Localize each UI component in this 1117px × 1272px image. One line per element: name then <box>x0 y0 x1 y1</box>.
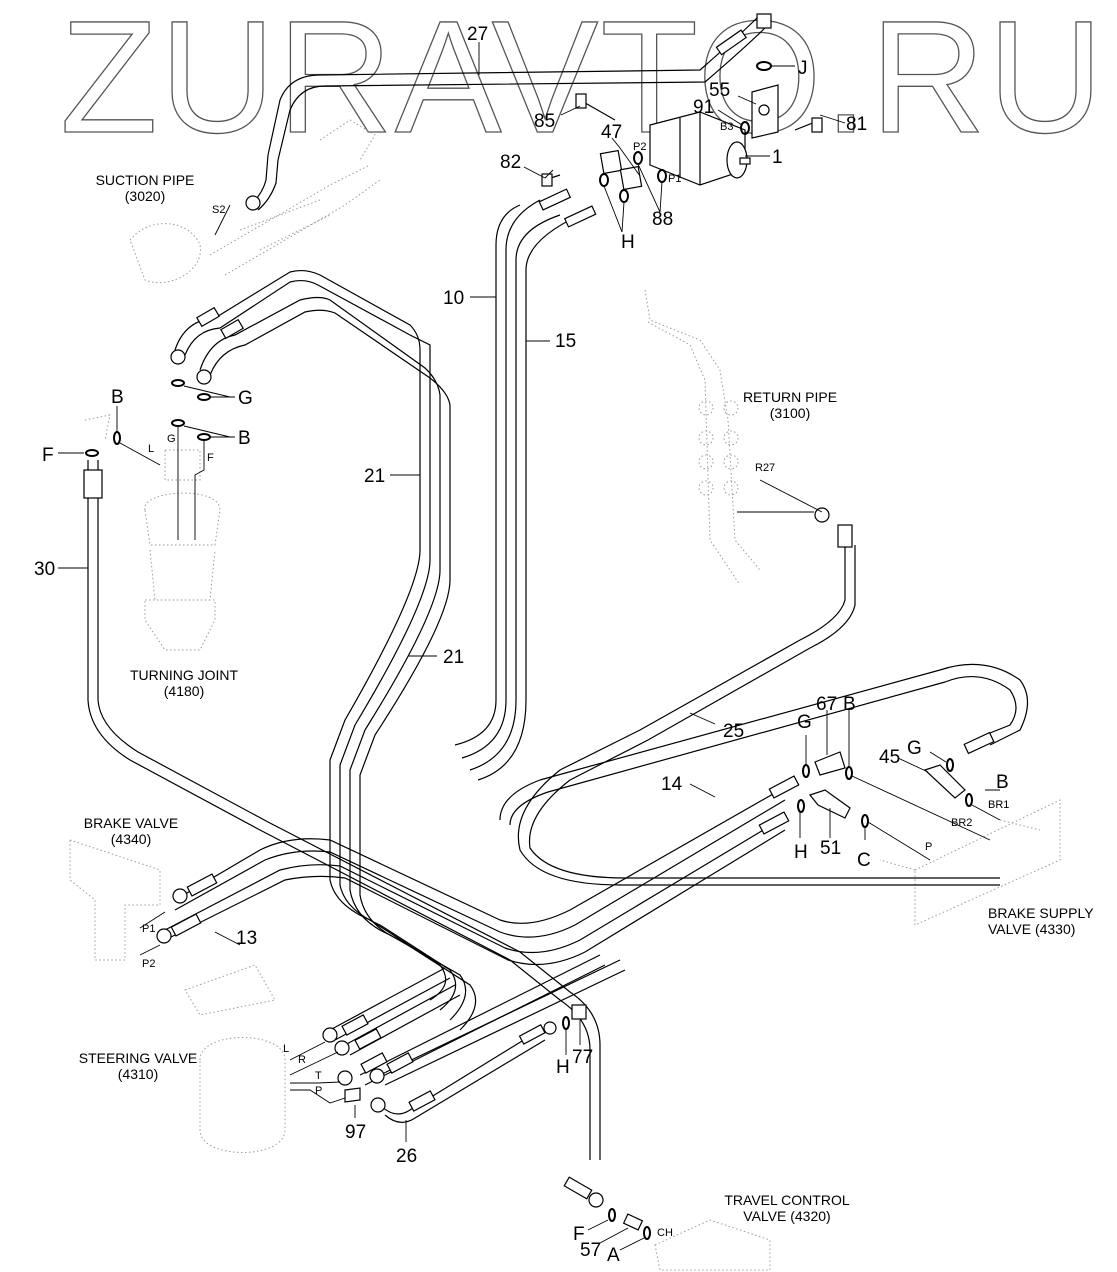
hose-14-loop <box>499 663 1029 826</box>
seal-letter-a: A <box>607 1245 620 1266</box>
part-number-1: 1 <box>772 147 783 168</box>
suction-fitting-s2 <box>245 154 279 211</box>
port-f-turning-joint: F <box>207 452 214 464</box>
port-br1: BR1 <box>988 799 1009 811</box>
part-number-82: 82 <box>500 152 521 173</box>
hose-25 <box>517 507 1000 886</box>
label-brake-supply-valve-code: VALVE (4330) <box>988 921 1075 937</box>
fitting-51 <box>808 789 851 819</box>
part-number-45: 45 <box>879 747 900 768</box>
connector-57 <box>622 1213 644 1231</box>
fitting-97 <box>344 1087 361 1103</box>
part-number-47: 47 <box>601 122 622 143</box>
hose-30 <box>83 460 601 1160</box>
part-number-77: 77 <box>572 1047 593 1068</box>
seal-letter-h-77: H <box>556 1057 570 1078</box>
port-p2-brake-valve: P2 <box>142 958 155 970</box>
port-p-brake-supply: P <box>925 841 932 853</box>
o-rings <box>85 61 973 1240</box>
part-number-91: 91 <box>693 97 714 118</box>
label-suction-pipe-code: (3020) <box>125 188 165 204</box>
hose-13 <box>156 775 800 966</box>
port-b3: B3 <box>720 121 733 133</box>
label-turning-joint: TURNING JOINT <box>130 667 239 683</box>
seal-letter-f-left: F <box>42 445 54 466</box>
port-l-steering: L <box>283 1043 289 1055</box>
part-number-26: 26 <box>396 1146 417 1167</box>
brake-valve-ghost <box>69 839 161 961</box>
part-number-30: 30 <box>34 559 55 580</box>
seal-letter-h-brake: H <box>794 842 808 863</box>
label-brake-valve-code: (4340) <box>111 831 151 847</box>
port-l-turning-joint: L <box>148 443 154 455</box>
seal-letter-h-pump: H <box>621 232 635 253</box>
seal-letter-g-45: G <box>907 738 922 759</box>
seal-letter-b-left: B <box>111 387 124 408</box>
label-steering-valve-code: (4310) <box>118 1066 158 1082</box>
part-number-27: 27 <box>467 24 488 45</box>
port-r-steering: R <box>298 1054 306 1066</box>
port-t-steering: T <box>315 1070 322 1082</box>
part-number-25: 25 <box>723 721 744 742</box>
label-suction-pipe: SUCTION PIPE <box>96 172 195 188</box>
part-number-81: 81 <box>846 114 867 135</box>
label-return-pipe-code: (3100) <box>770 405 810 421</box>
seal-letter-f-travel: F <box>573 1224 585 1245</box>
seal-letter-j: J <box>798 58 808 79</box>
port-br2: BR2 <box>951 817 972 829</box>
seal-letter-c: C <box>857 850 871 871</box>
plug-77 <box>571 1004 587 1020</box>
hose-30-end-fitting <box>563 1176 604 1208</box>
hose-10-15 <box>454 188 597 781</box>
port-p1-pump: P1 <box>668 173 681 185</box>
part-number-85: 85 <box>534 111 555 132</box>
hose-26 <box>370 1021 557 1123</box>
part-number-15: 15 <box>555 331 576 352</box>
seal-letter-g-top: G <box>238 388 253 409</box>
port-p1-brake-valve: P1 <box>142 923 155 935</box>
port-p-steering: P <box>315 1085 322 1097</box>
pump-assembly <box>541 13 823 191</box>
label-return-pipe: RETURN PIPE <box>743 389 837 405</box>
label-turning-joint-code: (4180) <box>164 683 204 699</box>
port-r27: R27 <box>755 462 775 474</box>
suction-pipe-ghost <box>129 119 381 284</box>
label-brake-valve: BRAKE VALVE <box>84 815 178 831</box>
port-g-turning-joint: G <box>167 433 176 445</box>
return-pipe-ghost <box>644 289 761 586</box>
port-ch: CH <box>657 1227 673 1239</box>
port-p2-pump: P2 <box>633 141 646 153</box>
turning-joint-ghost <box>84 414 221 651</box>
fitting-45 <box>923 764 966 799</box>
brake-supply-valve-ghost <box>879 799 1061 926</box>
part-number-57: 57 <box>580 1240 601 1261</box>
label-travel-control-valve: TRAVEL CONTROL <box>724 1192 849 1208</box>
part-number-67: 67 <box>816 694 837 715</box>
part-number-13: 13 <box>236 928 257 949</box>
part-number-51: 51 <box>820 838 841 859</box>
seal-letter-b-joint: B <box>238 428 251 449</box>
part-number-10: 10 <box>443 288 464 309</box>
steering-valve-ghost <box>184 964 286 1153</box>
part-number-21b: 21 <box>443 647 464 668</box>
seal-letter-b-brake: B <box>843 694 856 715</box>
part-number-14: 14 <box>661 774 683 795</box>
hose-21 <box>170 269 477 1031</box>
leader-lines <box>58 42 1001 1251</box>
seal-letter-g-brake: G <box>797 712 812 733</box>
label-steering-valve: STEERING VALVE <box>79 1050 198 1066</box>
seal-letter-b-45: B <box>996 772 1009 793</box>
part-number-21a: 21 <box>364 466 385 487</box>
label-brake-supply-valve: BRAKE SUPPLY <box>988 905 1094 921</box>
fitting-67 <box>814 751 846 776</box>
part-number-55: 55 <box>709 80 730 101</box>
steering-hoses <box>322 954 626 1086</box>
label-travel-control-valve-code: VALVE (4320) <box>743 1208 830 1224</box>
part-number-97: 97 <box>345 1122 366 1143</box>
hose-27 <box>267 14 769 161</box>
part-number-88: 88 <box>652 209 673 230</box>
port-s2: S2 <box>212 204 225 216</box>
